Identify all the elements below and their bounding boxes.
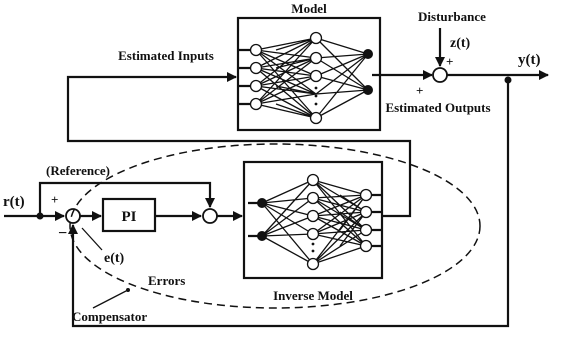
model-title: Model	[291, 1, 327, 16]
compensator-label: Compensator	[72, 309, 147, 324]
disturbance-label: Disturbance	[418, 9, 486, 24]
model-input-stubs	[238, 48, 252, 106]
controller-summing-junction	[202, 208, 218, 224]
compensator-leader-dot	[126, 288, 130, 292]
model-output-layer	[363, 49, 373, 95]
r-label: r(t)	[3, 194, 25, 210]
y-label: y(t)	[518, 52, 541, 68]
inverse-hidden-layer	[306, 173, 320, 271]
reference-label: (Reference)	[46, 163, 110, 178]
z-label: z(t)	[450, 36, 471, 51]
errors-label: Errors	[148, 273, 185, 288]
reference-bypass-line	[38, 181, 215, 216]
inverse-network-connections	[261, 179, 367, 265]
plus-estimated: +	[416, 83, 423, 98]
plus-reference: +	[51, 192, 58, 207]
pi-label: PI	[122, 209, 137, 225]
inverse-model-title: Inverse Model	[273, 288, 353, 303]
inverse-output-stubs	[371, 193, 381, 248]
inverse-input-layer	[257, 198, 267, 241]
model-block	[236, 16, 382, 132]
estimated-outputs-label: Estimated Outputs	[385, 100, 490, 115]
plus-disturbance: +	[446, 54, 453, 69]
compensator-leader-line	[92, 289, 129, 309]
minus-error: −	[58, 225, 67, 242]
e-label: e(t)	[104, 251, 125, 266]
compensator-boundary	[69, 143, 481, 309]
inverse-input-stubs	[248, 201, 258, 238]
output-feedback-line	[68, 80, 510, 328]
estimated-inputs-label: Estimated Inputs	[118, 48, 214, 63]
output-summing-junction	[432, 67, 448, 83]
model-input-layer	[249, 43, 263, 111]
model-hidden-layer	[309, 31, 323, 125]
model-network-connections	[255, 37, 369, 119]
estimated-inputs-loop	[66, 72, 412, 218]
error-leader-line	[81, 227, 103, 251]
inverse-output-layer	[359, 188, 373, 253]
